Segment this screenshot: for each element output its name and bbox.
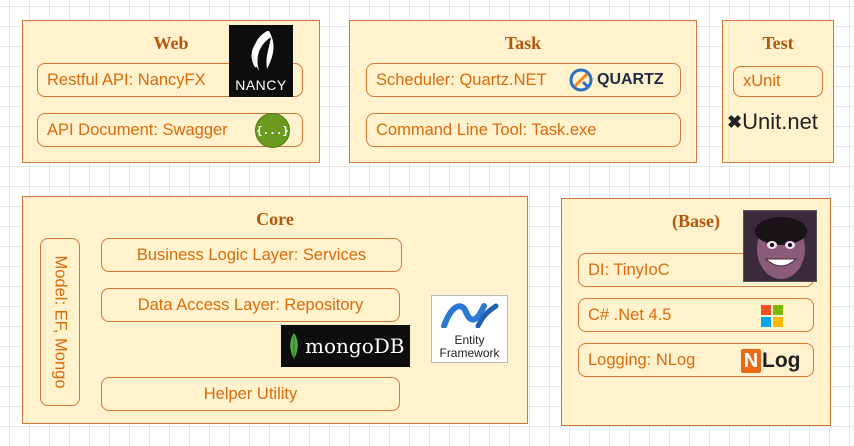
web-item-swagger-label: API Document: Swagger	[47, 120, 228, 139]
xunit-logo: ✖ Unit.net	[727, 108, 818, 136]
core-item-business-logic: Business Logic Layer: Services	[101, 238, 402, 272]
quartz-logo-text: QUARTZ	[597, 71, 664, 88]
mongodb-logo-text: mongoDB	[305, 334, 405, 358]
nlog-logo: N Log	[741, 347, 800, 375]
core-model: Model: EF, Mongo	[40, 238, 80, 406]
nlog-n-icon: N	[741, 349, 761, 373]
core-item-helper-utility-label: Helper Utility	[203, 384, 298, 403]
entity-framework-logo: Entity Framework	[431, 295, 508, 363]
ef-logo-line2: Framework	[439, 346, 500, 360]
core-item-data-access: Data Access Layer: Repository	[101, 288, 400, 322]
core-item-helper-utility: Helper Utility	[101, 377, 400, 411]
web-item-nancyfx-label: Restful API: NancyFX	[47, 70, 206, 89]
test-title: Test	[762, 33, 794, 53]
mongodb-logo: mongoDB	[281, 325, 410, 367]
base-item-logging: Logging: NLog	[578, 343, 814, 377]
test-item-xunit: xUnit	[733, 66, 823, 97]
base-item-logging-label: Logging: NLog	[588, 350, 696, 369]
nancy-feather-icon	[251, 31, 274, 71]
swagger-logo-text: {...}	[255, 124, 290, 137]
quartz-icon	[569, 68, 593, 92]
tinyioc-avatar-logo	[743, 210, 817, 282]
core-item-data-access-label: Data Access Layer: Repository	[137, 295, 364, 314]
nancy-logo-text: NANCY	[235, 77, 287, 93]
swagger-logo: {...}	[255, 113, 290, 148]
task-item-command-line: Command Line Tool: Task.exe	[366, 113, 681, 147]
mongodb-leaf-icon	[290, 333, 298, 359]
windows-logo-yellow	[773, 317, 783, 327]
base-title: (Base)	[672, 211, 720, 231]
dotnet-icon	[441, 303, 499, 328]
grinning-face-icon	[744, 211, 816, 281]
xunit-x-icon: ✖	[727, 111, 743, 132]
windows-logo-green	[773, 305, 783, 315]
xunit-logo-text: Unit.net	[742, 109, 818, 134]
core-item-business-logic-label: Business Logic Layer: Services	[136, 245, 367, 264]
task-item-command-line-label: Command Line Tool: Task.exe	[376, 120, 597, 139]
nlog-logo-text: Log	[762, 349, 801, 372]
web-title: Web	[153, 33, 189, 53]
windows-logo-red	[761, 305, 771, 315]
base-item-csharp-label: C# .Net 4.5	[588, 305, 672, 324]
test-item-xunit-label: xUnit	[743, 72, 781, 90]
task-title: Task	[504, 33, 542, 53]
ef-logo-line1: Entity	[454, 333, 485, 347]
task-item-scheduler-label: Scheduler: Quartz.NET	[376, 70, 547, 89]
base-item-di-label: DI: TinyIoC	[588, 260, 670, 279]
nancy-logo: NANCY	[229, 25, 293, 97]
core-model-label: Model: EF, Mongo	[51, 255, 70, 389]
windows-logo	[761, 305, 783, 327]
windows-logo-blue	[761, 317, 771, 327]
core-title: Core	[256, 209, 294, 229]
quartz-logo: QUARTZ	[569, 67, 664, 93]
task-item-scheduler: Scheduler: Quartz.NET	[366, 63, 681, 97]
